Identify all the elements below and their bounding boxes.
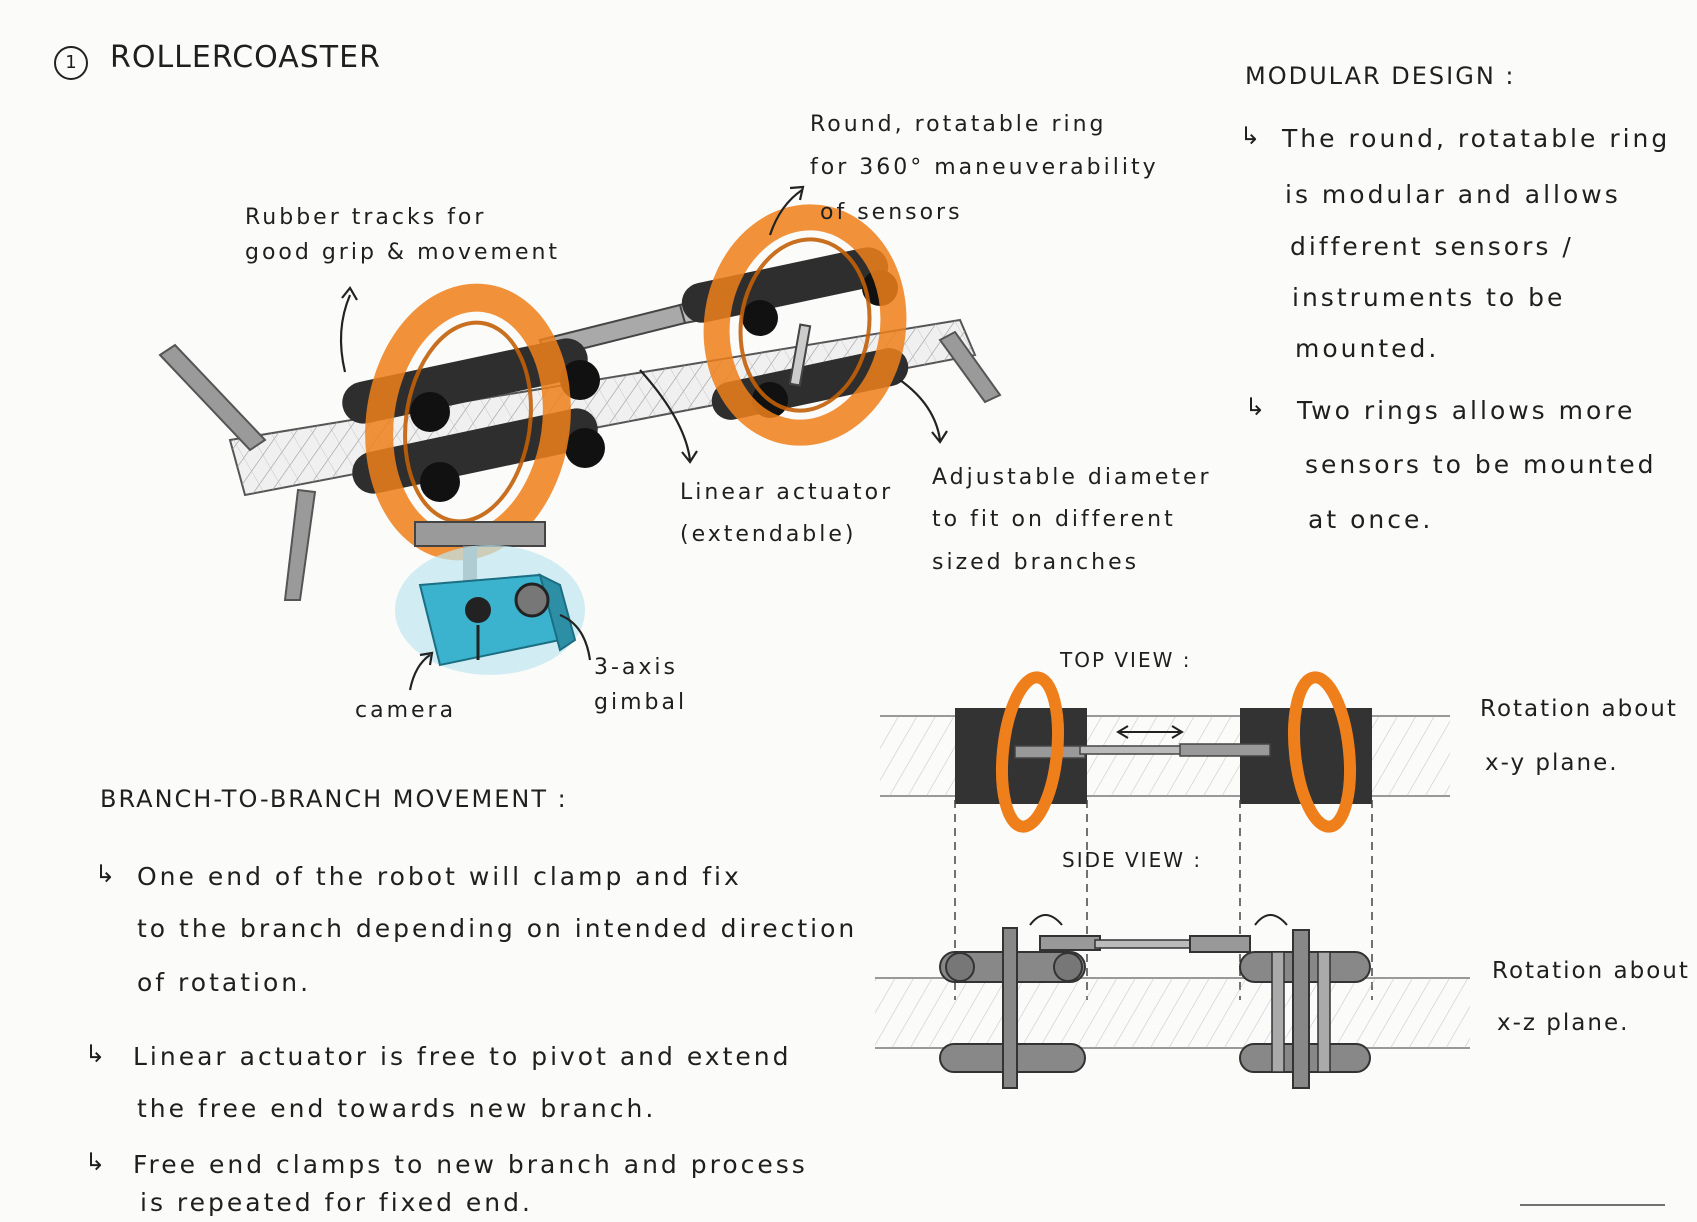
side-view-label: SIDE VIEW : (1062, 848, 1203, 872)
return-arrow-icon: ↳ (95, 860, 116, 888)
tracks-callout-line1: Rubber tracks for (245, 205, 487, 230)
branch-point1-line3: of rotation. (137, 968, 312, 997)
modular-design-heading: MODULAR DESIGN : (1245, 62, 1516, 90)
side-rotation-line1: Rotation about (1492, 958, 1690, 984)
diameter-callout-line3: sized branches (932, 550, 1140, 575)
camera-unit (395, 545, 585, 675)
modular-point2-line1: Two rings allows more (1297, 396, 1636, 425)
gimbal-label-line2: gimbal (594, 690, 688, 715)
return-arrow-icon: ↳ (85, 1040, 106, 1068)
gimbal-label-line1: 3-axis (594, 655, 679, 680)
modular-point1-line5: mounted. (1295, 334, 1440, 363)
branch-point2-line2: the free end towards new branch. (137, 1094, 657, 1123)
diameter-callout-line1: Adjustable diameter (932, 465, 1212, 490)
modular-point2-line2: sensors to be mounted (1305, 450, 1657, 479)
branch-movement-heading: BRANCH-TO-BRANCH MOVEMENT : (100, 785, 568, 813)
actuator-callout-line2: (extendable) (680, 522, 857, 547)
return-arrow-icon: ↳ (85, 1148, 106, 1176)
modular-point2-line3: at once. (1308, 505, 1434, 534)
top-view-label: TOP VIEW : (1060, 648, 1192, 672)
page-title: ROLLERCOASTER (110, 40, 381, 75)
modular-point1-line3: different sensors / (1290, 232, 1574, 261)
tracks-callout-line2: good grip & movement (245, 240, 561, 265)
branch-point1-line1: One end of the robot will clamp and fix (137, 862, 742, 891)
actuator-callout-line1: Linear actuator (680, 480, 894, 505)
callout-arrows (339, 185, 948, 691)
modular-point1-line2: is modular and allows (1285, 180, 1621, 209)
top-view-diagram (880, 671, 1450, 1000)
branch-point3-line1: Free end clamps to new branch and proces… (133, 1150, 808, 1179)
branch-point2-line1: Linear actuator is free to pivot and ext… (133, 1042, 792, 1071)
left-track-module (342, 338, 605, 502)
return-arrow-icon: ↳ (1240, 122, 1261, 150)
title-number-badge: 1 (54, 46, 88, 80)
right-rotatable-ring (703, 204, 907, 446)
top-rotation-line1: Rotation about (1480, 696, 1678, 722)
side-view-diagram (875, 914, 1470, 1089)
camera-label: camera (355, 698, 457, 723)
ring-callout-line2: for 360° maneuverability (810, 155, 1159, 180)
diameter-callout-line2: to fit on different (932, 507, 1176, 532)
modular-point1-line1: The round, rotatable ring (1282, 124, 1671, 153)
ring-callout-line1: Round, rotatable ring (810, 112, 1107, 137)
ring-callout-line3: of sensors (820, 200, 963, 225)
branch-point1-line2: to the branch depending on intended dire… (137, 914, 858, 943)
branch-point3-line2: is repeated for fixed end. (140, 1188, 533, 1217)
top-rotation-line2: x-y plane. (1485, 750, 1619, 776)
side-rotation-line2: x-z plane. (1497, 1010, 1630, 1036)
modular-point1-line4: instruments to be (1292, 283, 1566, 312)
return-arrow-icon: ↳ (1245, 393, 1266, 421)
